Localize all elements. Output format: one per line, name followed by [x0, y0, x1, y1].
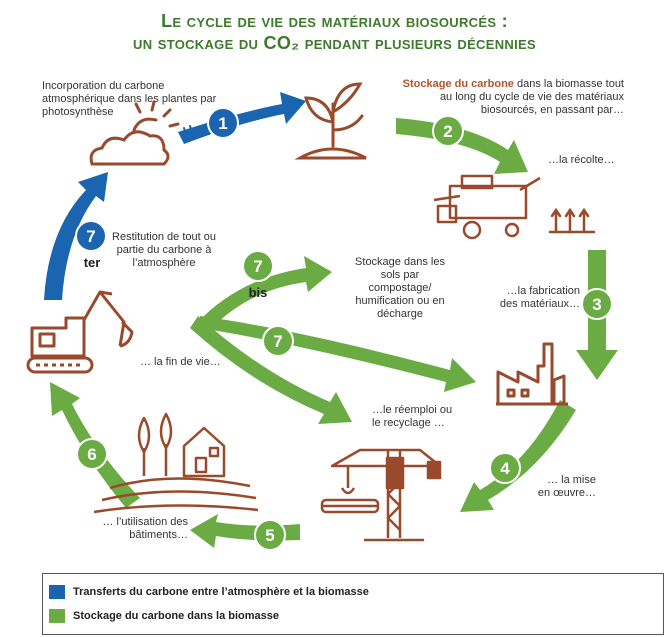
label-stockage-sols: Stockage dans les sols par compostage/ h…	[355, 256, 445, 320]
label-utilisation: … l’utilisation des bâtiments…	[102, 516, 188, 541]
sprout-icon	[294, 82, 367, 160]
factory-icon	[496, 342, 568, 406]
label-stockage-biomasse: Stockage du carbone dans la biomasse tou…	[398, 78, 624, 117]
legend-row-blue: Transferts du carbone entre l’atmosphère…	[49, 585, 369, 599]
label-stockage-highlight: Stockage du carbone	[402, 78, 514, 90]
step-badge-4: 4	[489, 452, 521, 484]
wheat-icon	[548, 207, 596, 234]
step-number-3: 3	[592, 295, 601, 314]
label-reemploi: …le réemploi ou le recyclage …	[372, 404, 453, 429]
arrow-7-crane-green	[190, 316, 352, 424]
step-number-2: 2	[443, 122, 452, 141]
step-badge-5: 5	[254, 519, 286, 551]
cloud-sun-icon	[89, 100, 195, 166]
step-suffix-bis: bis	[249, 285, 268, 300]
title-line-1: Le cycle de vie des matériaux biosourcés…	[161, 11, 508, 31]
label-fin-de-vie: … la fin de vie…	[140, 356, 221, 368]
arrow-2-green	[396, 118, 528, 174]
step-badge-1: 1	[207, 107, 239, 139]
step-number-5: 5	[265, 526, 274, 545]
legend-label-green: Stockage du carbone dans la biomasse	[73, 610, 280, 622]
step-badge-2: 2	[432, 115, 464, 147]
step-badge-7ter: 7 ter	[75, 220, 107, 270]
legend: Transferts du carbone entre l’atmosphère…	[42, 573, 664, 635]
label-recolte: …la récolte…	[548, 154, 615, 166]
step-number-1: 1	[218, 114, 227, 133]
label-restitution: Restitution de tout ou partie du carbone…	[112, 231, 216, 269]
legend-row-green: Stockage du carbone dans la biomasse	[49, 609, 279, 623]
harvester-icon	[433, 174, 541, 240]
label-stockage-rest: dans la biomasse tout au long du cycle d…	[439, 78, 624, 116]
legend-swatch-green	[49, 609, 65, 623]
diagram-title: Le cycle de vie des matériaux biosourcés…	[0, 10, 669, 54]
label-fabrication: …la fabrication des matériaux…	[499, 285, 580, 310]
excavator-icon	[26, 290, 134, 374]
step-number-4: 4	[500, 459, 510, 478]
crane-icon	[320, 448, 442, 542]
step-badge-3: 3	[581, 288, 613, 320]
title-line-2: un stockage du CO₂ pendant plusieurs déc…	[133, 33, 536, 53]
house-field-icon	[93, 412, 259, 514]
step-number-7: 7	[273, 332, 282, 351]
step-number-7bis: 7	[253, 257, 262, 276]
arrow-7ter-blue	[44, 172, 108, 300]
arrow-7bis-green	[198, 256, 332, 330]
step-number-7ter: 7	[86, 227, 95, 246]
step-badge-7bis: 7 bis	[242, 250, 274, 300]
step-suffix-ter: ter	[84, 255, 101, 270]
label-mise-en-oeuvre: … la mise en œuvre…	[537, 474, 596, 499]
legend-swatch-blue	[49, 585, 65, 599]
arrow-4-green	[460, 400, 576, 512]
legend-label-blue: Transferts du carbone entre l’atmosphère…	[73, 586, 369, 598]
step-number-6: 6	[87, 445, 96, 464]
step-badge-6: 6	[76, 438, 108, 470]
step-badge-7: 7	[262, 325, 294, 357]
label-incorporation: Incorporation du carbone atmosphérique d…	[42, 80, 217, 118]
